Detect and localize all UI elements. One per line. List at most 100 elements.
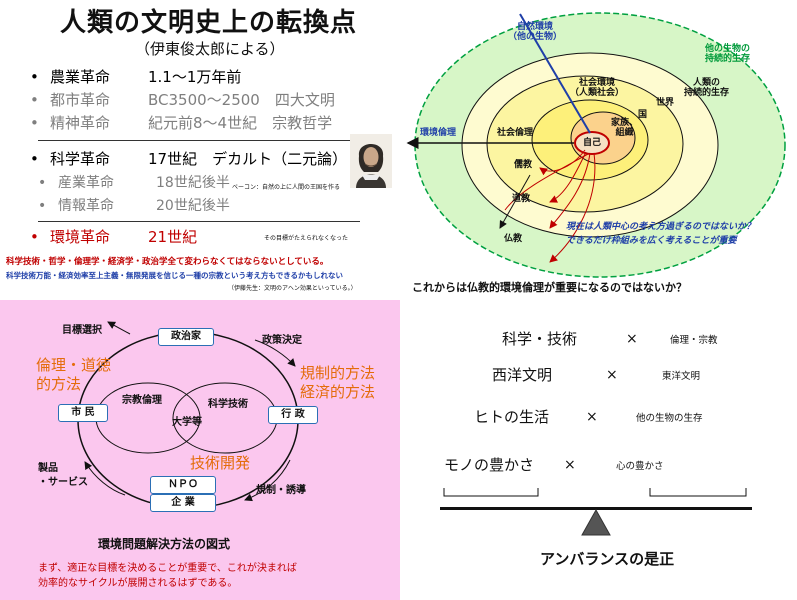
religious-ethics-label: 宗教倫理 xyxy=(122,395,162,406)
balance-left-item: 科学・技術 xyxy=(502,330,578,348)
balance-left-item: モノの豊かさ xyxy=(444,456,535,474)
goal-arrow xyxy=(107,321,131,335)
revolution-row: • 情報革命 20世紀後半 xyxy=(38,199,230,213)
axis-line xyxy=(519,13,591,134)
descartes-portrait-icon xyxy=(350,134,392,188)
red-curve xyxy=(504,153,589,211)
divider xyxy=(38,140,360,141)
revolution-name: 農業革命 xyxy=(50,68,111,86)
nature-label: 自然環境 （他の生物） xyxy=(508,22,563,43)
blue-summary: 科学技術万能・経済効率至上主義・無限発展を信じる一種の宗教という考え方もできるか… xyxy=(6,271,344,280)
balance-right-item: 倫理・宗教 xyxy=(670,335,718,346)
bacon-note: ベーコン：自然の上に人間の王国を作る xyxy=(232,184,341,191)
other-life-label: 他の生物の 持続的生存 xyxy=(705,44,751,65)
times-sign: × xyxy=(606,367,618,383)
revolution-row: • 都市革命 BC3500〜2500 四大文明 xyxy=(30,93,335,108)
credit-note: （伊藤先生：文明のアヘン効果といっている。） xyxy=(228,285,357,292)
row-bullet: • xyxy=(30,68,39,86)
red-summary: 科学技術・哲学・倫理学・経済学・政治学全て変わらなくてはならないとしている。 xyxy=(6,257,329,267)
revolution-detail: 紀元前8〜4世紀 宗教哲学 xyxy=(148,114,333,132)
products-services-label: 製品 ・サービス xyxy=(38,463,88,488)
times-sign: × xyxy=(564,457,576,473)
self-label: 自己 xyxy=(583,138,602,148)
q3-title: 環境問題解決方法の図式 xyxy=(98,537,231,551)
university-label: 大学等 xyxy=(172,417,202,428)
revolution-row: • 環境革命 21世紀 xyxy=(30,230,197,245)
crossroads-note: その目標がたえられなくなった xyxy=(264,235,349,242)
divider xyxy=(38,221,360,222)
revolution-detail: 1.1〜1万年前 xyxy=(148,68,242,86)
citizen-box: 市 民 xyxy=(58,404,108,422)
red-long-arrow xyxy=(549,152,596,263)
row-bullet: • xyxy=(38,175,47,191)
scitech-label: 科学技術 xyxy=(208,399,248,410)
regulation-label: 規制・誘導 xyxy=(256,485,306,496)
ethics-circle-diagram xyxy=(406,12,786,278)
npo-box: ＮＰＯ xyxy=(150,476,216,494)
family-label: 家族、 組織 xyxy=(611,118,639,139)
tech-dev-label: 技術開発 xyxy=(190,454,251,472)
q1-subtitle: （伊東俊太郎による） xyxy=(135,40,285,58)
revolution-row: • 産業革命 18世紀後半 xyxy=(38,176,230,190)
regulation-arrow xyxy=(244,459,291,502)
politician-box: 政治家 xyxy=(158,328,214,346)
revolution-name: 科学革命 xyxy=(50,150,111,168)
revolution-row: • 精神革命 紀元前8〜4世紀 宗教哲学 xyxy=(30,116,332,131)
company-box: 企 業 xyxy=(150,494,216,512)
tao-arrow xyxy=(549,151,587,203)
regulatory-method-label: 規制的方法 経済的方法 xyxy=(300,364,376,401)
revolution-name: 環境革命 xyxy=(50,228,111,246)
world-label: 世界 xyxy=(656,98,675,108)
revolution-name: 情報革命 xyxy=(58,198,114,214)
buddhism-arrow xyxy=(549,152,591,229)
balance-right-item: 東洋文明 xyxy=(662,371,701,382)
ethics-method-label: 倫理・道徳 的方法 xyxy=(36,356,112,393)
balance-left-item: ヒトの生活 xyxy=(474,408,550,426)
society-label: 社会環境 （人類社会） xyxy=(570,78,625,99)
civilization-turning-points-panel: 人類の文明史上の転換点 （伊東俊太郎による） • 農業革命 1.1〜1万年前 • 都市… xyxy=(0,0,400,300)
balance-scale-icon xyxy=(440,488,752,536)
row-bullet: • xyxy=(30,91,39,109)
black-arrow xyxy=(499,174,531,229)
q4-title: アンバランスの是正 xyxy=(540,550,675,568)
nation-label: 国 xyxy=(638,110,648,120)
imbalance-panel: 科学・技術 × 倫理・宗教 西洋文明 × 東洋文明 ヒトの生活 × 他の生物の生… xyxy=(400,300,797,600)
policy-decision-label: 政策決定 xyxy=(262,335,302,346)
row-bullet: • xyxy=(38,198,47,214)
human-survival-label: 人類の 持続的生存 xyxy=(684,78,730,99)
row-bullet: • xyxy=(30,228,39,246)
buddhism-label: 仏教 xyxy=(504,234,523,244)
revolution-detail: 20世紀後半 xyxy=(156,198,230,214)
revolution-detail: 21世紀 xyxy=(148,228,198,246)
confucian-label: 儒教 xyxy=(514,160,533,170)
row-bullet: • xyxy=(30,150,39,168)
tao-label: 道教 xyxy=(512,194,531,204)
q3-note: まず、適正な目標を決めることが重要で、これが決まれば 効率的なサイクルが展開され… xyxy=(38,563,297,589)
times-sign: × xyxy=(626,331,638,347)
revolution-row: • 農業革命 1.1〜1万年前 xyxy=(30,70,241,85)
goal-selection-label: 目標選択 xyxy=(62,325,102,336)
revolution-detail: 18世紀後半 xyxy=(156,175,230,191)
products-arrow xyxy=(84,461,126,496)
env-ethics-label: 環境倫理 xyxy=(420,128,457,138)
times-sign: × xyxy=(586,409,598,425)
social-ethics-label: 社会倫理 xyxy=(497,128,534,138)
policy-arrow xyxy=(254,339,296,367)
revolution-row: • 科学革命 17世紀 デカルト（二元論） xyxy=(30,152,347,167)
environmental-ethics-panel: 自然環境 （他の生物） 他の生物の 持続的生存 社会環境 （人類社会） 人類の … xyxy=(400,0,797,300)
revolution-detail: 17世紀 デカルト（二元論） xyxy=(148,150,348,168)
revolution-name: 産業革命 xyxy=(58,175,114,191)
balance-left-item: 西洋文明 xyxy=(492,366,553,384)
revolution-name: 精神革命 xyxy=(50,114,111,132)
row-bullet: • xyxy=(30,114,39,132)
question-text: 現在は人類中心の考え方過ぎるのではないか？ できるだけ枠組みを広く考えることが重… xyxy=(566,222,756,247)
solution-cycle-panel: 政治家 市 民 行 政 ＮＰＯ 企 業 目標選択 政策決定 倫理・道徳 的方法 … xyxy=(0,300,400,600)
revolution-detail: BC3500〜2500 四大文明 xyxy=(148,91,335,109)
q1-title: 人類の文明史上の転換点 xyxy=(60,8,358,38)
q2-caption: これからは仏教的環境倫理が重要になるのではないか？ xyxy=(412,281,687,294)
admin-box: 行 政 xyxy=(268,406,318,424)
balance-right-item: 他の生物の生存 xyxy=(636,413,703,424)
balance-right-item: 心の豊かさ xyxy=(616,461,664,472)
self-ring xyxy=(574,131,610,155)
revolution-name: 都市革命 xyxy=(50,91,111,109)
